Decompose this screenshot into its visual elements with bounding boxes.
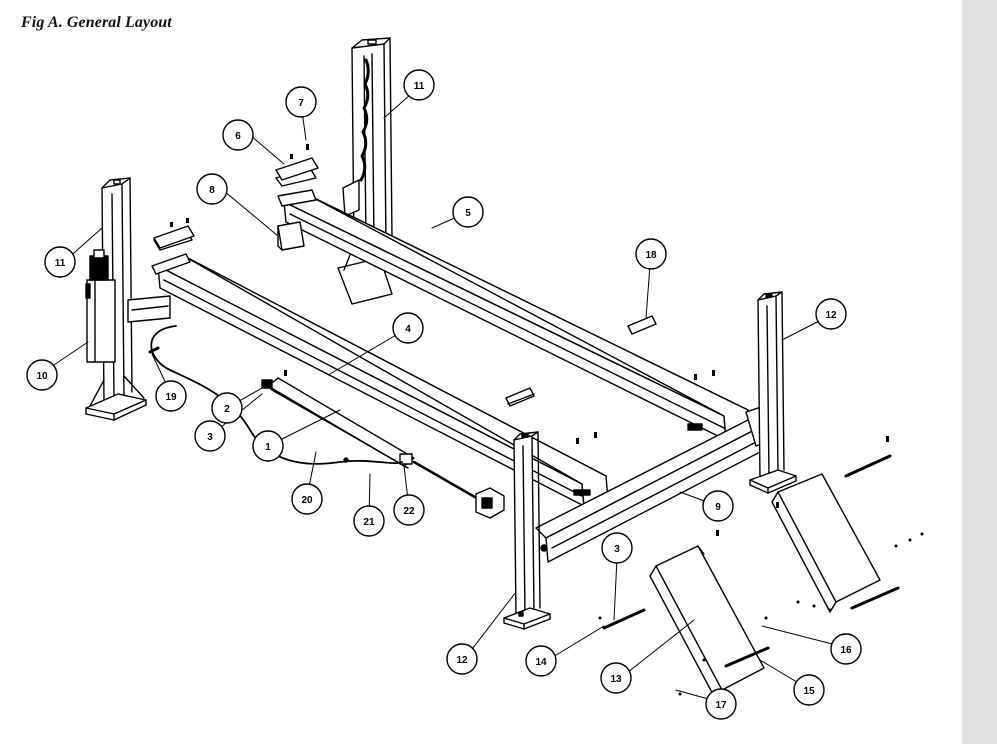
callout-10: 10	[26, 359, 58, 391]
power-unit	[85, 249, 116, 363]
svg-text:8: 8	[209, 185, 215, 196]
side-panel	[962, 0, 997, 744]
callout-5: 5	[452, 196, 484, 228]
callout-16: 16	[830, 633, 862, 665]
svg-text:15: 15	[803, 686, 815, 697]
callout-21: 21	[353, 505, 385, 537]
runway-front	[151, 229, 609, 507]
callout-20: 20	[291, 483, 323, 515]
svg-text:10: 10	[36, 371, 48, 382]
svg-text:11: 11	[55, 258, 66, 269]
svg-text:12: 12	[456, 655, 468, 666]
callout-11b: 11	[403, 69, 435, 101]
callout-14: 14	[525, 645, 557, 677]
figure-title: Fig A. General Layout	[21, 14, 172, 31]
ramp-rear	[771, 473, 881, 613]
svg-text:21: 21	[363, 517, 375, 528]
svg-text:5: 5	[465, 208, 471, 219]
callout-8: 8	[196, 173, 228, 205]
callout-1: 1	[252, 430, 284, 462]
svg-text:14: 14	[535, 657, 547, 668]
callout-3a: 3	[194, 420, 226, 452]
svg-text:9: 9	[715, 502, 721, 513]
crossmember-back	[127, 295, 171, 323]
callout-2: 2	[211, 392, 243, 424]
svg-text:22: 22	[403, 506, 415, 517]
bolts	[170, 144, 924, 696]
lift-layout-diagram: 1 2 3 3 4 5 6 7 8 9 10 11 11 12 12 13 14…	[26, 37, 924, 720]
svg-text:18: 18	[645, 250, 657, 261]
svg-text:7: 7	[298, 98, 304, 109]
callouts: 1 2 3 3 4 5 6 7 8 9 10 11 11 12 12 13 14…	[26, 69, 862, 720]
svg-text:20: 20	[301, 495, 313, 506]
callout-13: 13	[600, 662, 632, 694]
svg-text:11: 11	[414, 81, 425, 92]
svg-text:17: 17	[715, 700, 727, 711]
svg-text:6: 6	[235, 131, 241, 142]
svg-text:1: 1	[265, 442, 271, 453]
callout-17: 17	[705, 688, 737, 720]
callout-18: 18	[635, 238, 667, 270]
svg-text:13: 13	[610, 674, 622, 685]
slack-plates	[153, 157, 657, 407]
svg-text:3: 3	[207, 432, 213, 443]
post-front-left	[503, 431, 551, 630]
callout-6: 6	[222, 119, 254, 151]
svg-text:3: 3	[614, 544, 620, 555]
callout-19: 19	[155, 380, 187, 412]
callout-3b: 3	[601, 532, 633, 564]
callout-7: 7	[285, 86, 317, 118]
svg-text:19: 19	[165, 392, 177, 403]
callout-4: 4	[392, 312, 424, 344]
post-front-right	[749, 291, 797, 494]
svg-text:2: 2	[224, 404, 230, 415]
callout-11a: 11	[44, 246, 76, 278]
svg-text:4: 4	[405, 324, 411, 335]
callout-22: 22	[393, 494, 425, 526]
ramp-front	[649, 545, 765, 701]
callout-9: 9	[702, 490, 734, 522]
hydraulic-hoses	[148, 325, 403, 465]
callout-15: 15	[793, 674, 825, 706]
hydraulic-cylinder	[261, 377, 505, 519]
svg-text:16: 16	[840, 645, 852, 656]
svg-text:12: 12	[825, 310, 837, 321]
callout-12a: 12	[815, 298, 847, 330]
axle-bars	[602, 454, 900, 668]
callout-12b: 12	[446, 643, 478, 675]
